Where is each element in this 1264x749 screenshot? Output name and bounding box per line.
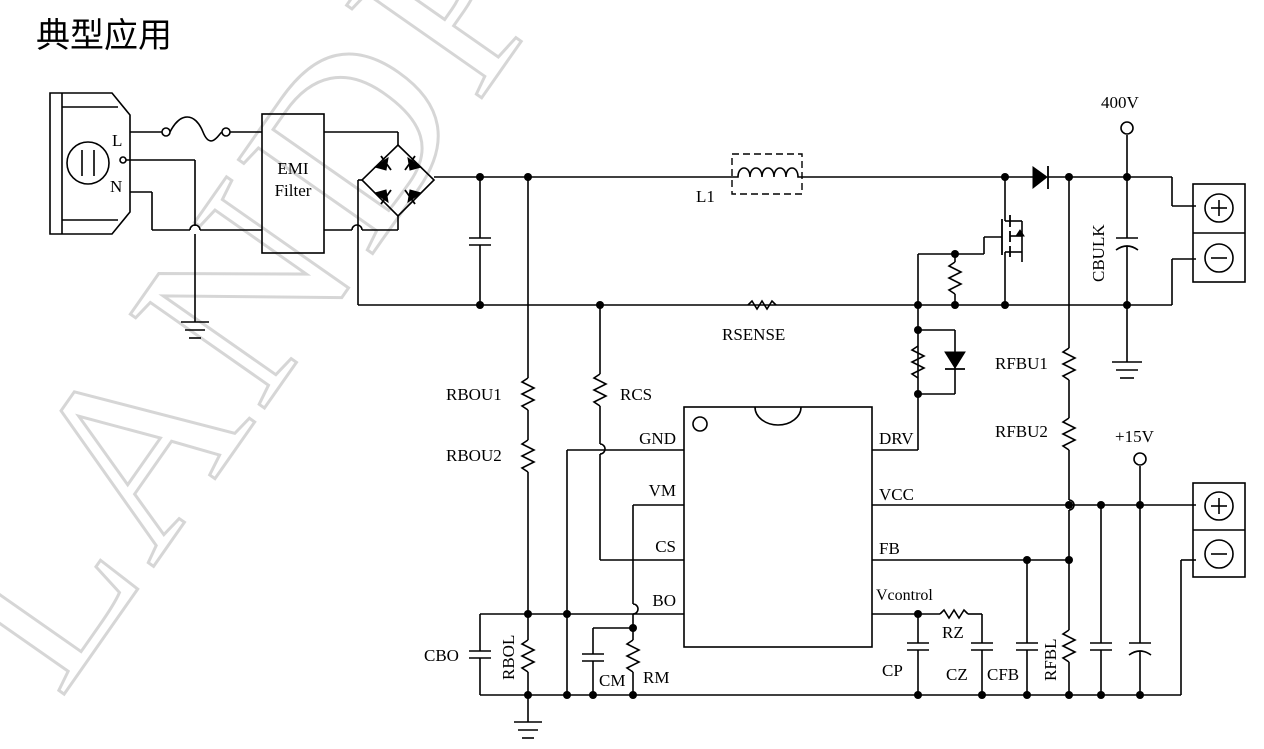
label-rbol: RBOL xyxy=(499,635,518,680)
ac-plug xyxy=(49,92,131,235)
junction-dots xyxy=(476,173,1144,699)
inductor-l1-box xyxy=(731,153,803,195)
label-400v: 400V xyxy=(1101,93,1140,112)
mosfet xyxy=(983,177,1025,305)
pin-vm: VM xyxy=(649,481,676,500)
ground-icon xyxy=(181,321,209,339)
label-l1: L1 xyxy=(696,187,715,206)
terminal-400v xyxy=(1120,121,1134,135)
label-neutral: N xyxy=(110,177,122,196)
label-cbulk: CBULK xyxy=(1089,224,1108,282)
controller-ic xyxy=(683,406,873,648)
terminal-15v xyxy=(1133,452,1147,466)
label-cm: CM xyxy=(599,671,625,690)
label-15v: +15V xyxy=(1115,427,1155,446)
pin-vcontrol: Vcontrol xyxy=(876,587,933,604)
label-cbo: CBO xyxy=(424,646,459,665)
label-rfbu2: RFBU2 xyxy=(995,422,1048,441)
emi-filter-block xyxy=(261,113,325,254)
label-rfbl: RFBL xyxy=(1041,638,1060,681)
ground-icon xyxy=(514,721,542,739)
label-cz: CZ xyxy=(946,665,968,684)
label-rm: RM xyxy=(643,668,669,687)
ground-icon xyxy=(1112,361,1142,379)
pin-fb: FB xyxy=(879,539,900,558)
label-rz: RZ xyxy=(942,623,964,642)
page-title: 典型应用 xyxy=(36,16,172,56)
pin-gnd: GND xyxy=(639,429,676,448)
label-cp: CP xyxy=(882,661,903,680)
pin-vcc: VCC xyxy=(879,485,914,504)
label-cfb: CFB xyxy=(987,665,1019,684)
watermark: LANDP PREL xyxy=(0,0,1012,733)
label-line: L xyxy=(112,131,122,150)
label-rbou2: RBOU2 xyxy=(446,446,502,465)
label-rbou1: RBOU1 xyxy=(446,385,502,404)
pin-drv: DRV xyxy=(879,429,914,448)
bridge-rectifier xyxy=(360,143,436,218)
pin-cs: CS xyxy=(655,537,676,556)
label-rsense: RSENSE xyxy=(722,325,785,344)
emi-label: EMI xyxy=(277,159,309,178)
filter-label: Filter xyxy=(275,181,312,200)
pin-bo: BO xyxy=(652,591,676,610)
label-rfbu1: RFBU1 xyxy=(995,354,1048,373)
label-rcs: RCS xyxy=(620,385,652,404)
